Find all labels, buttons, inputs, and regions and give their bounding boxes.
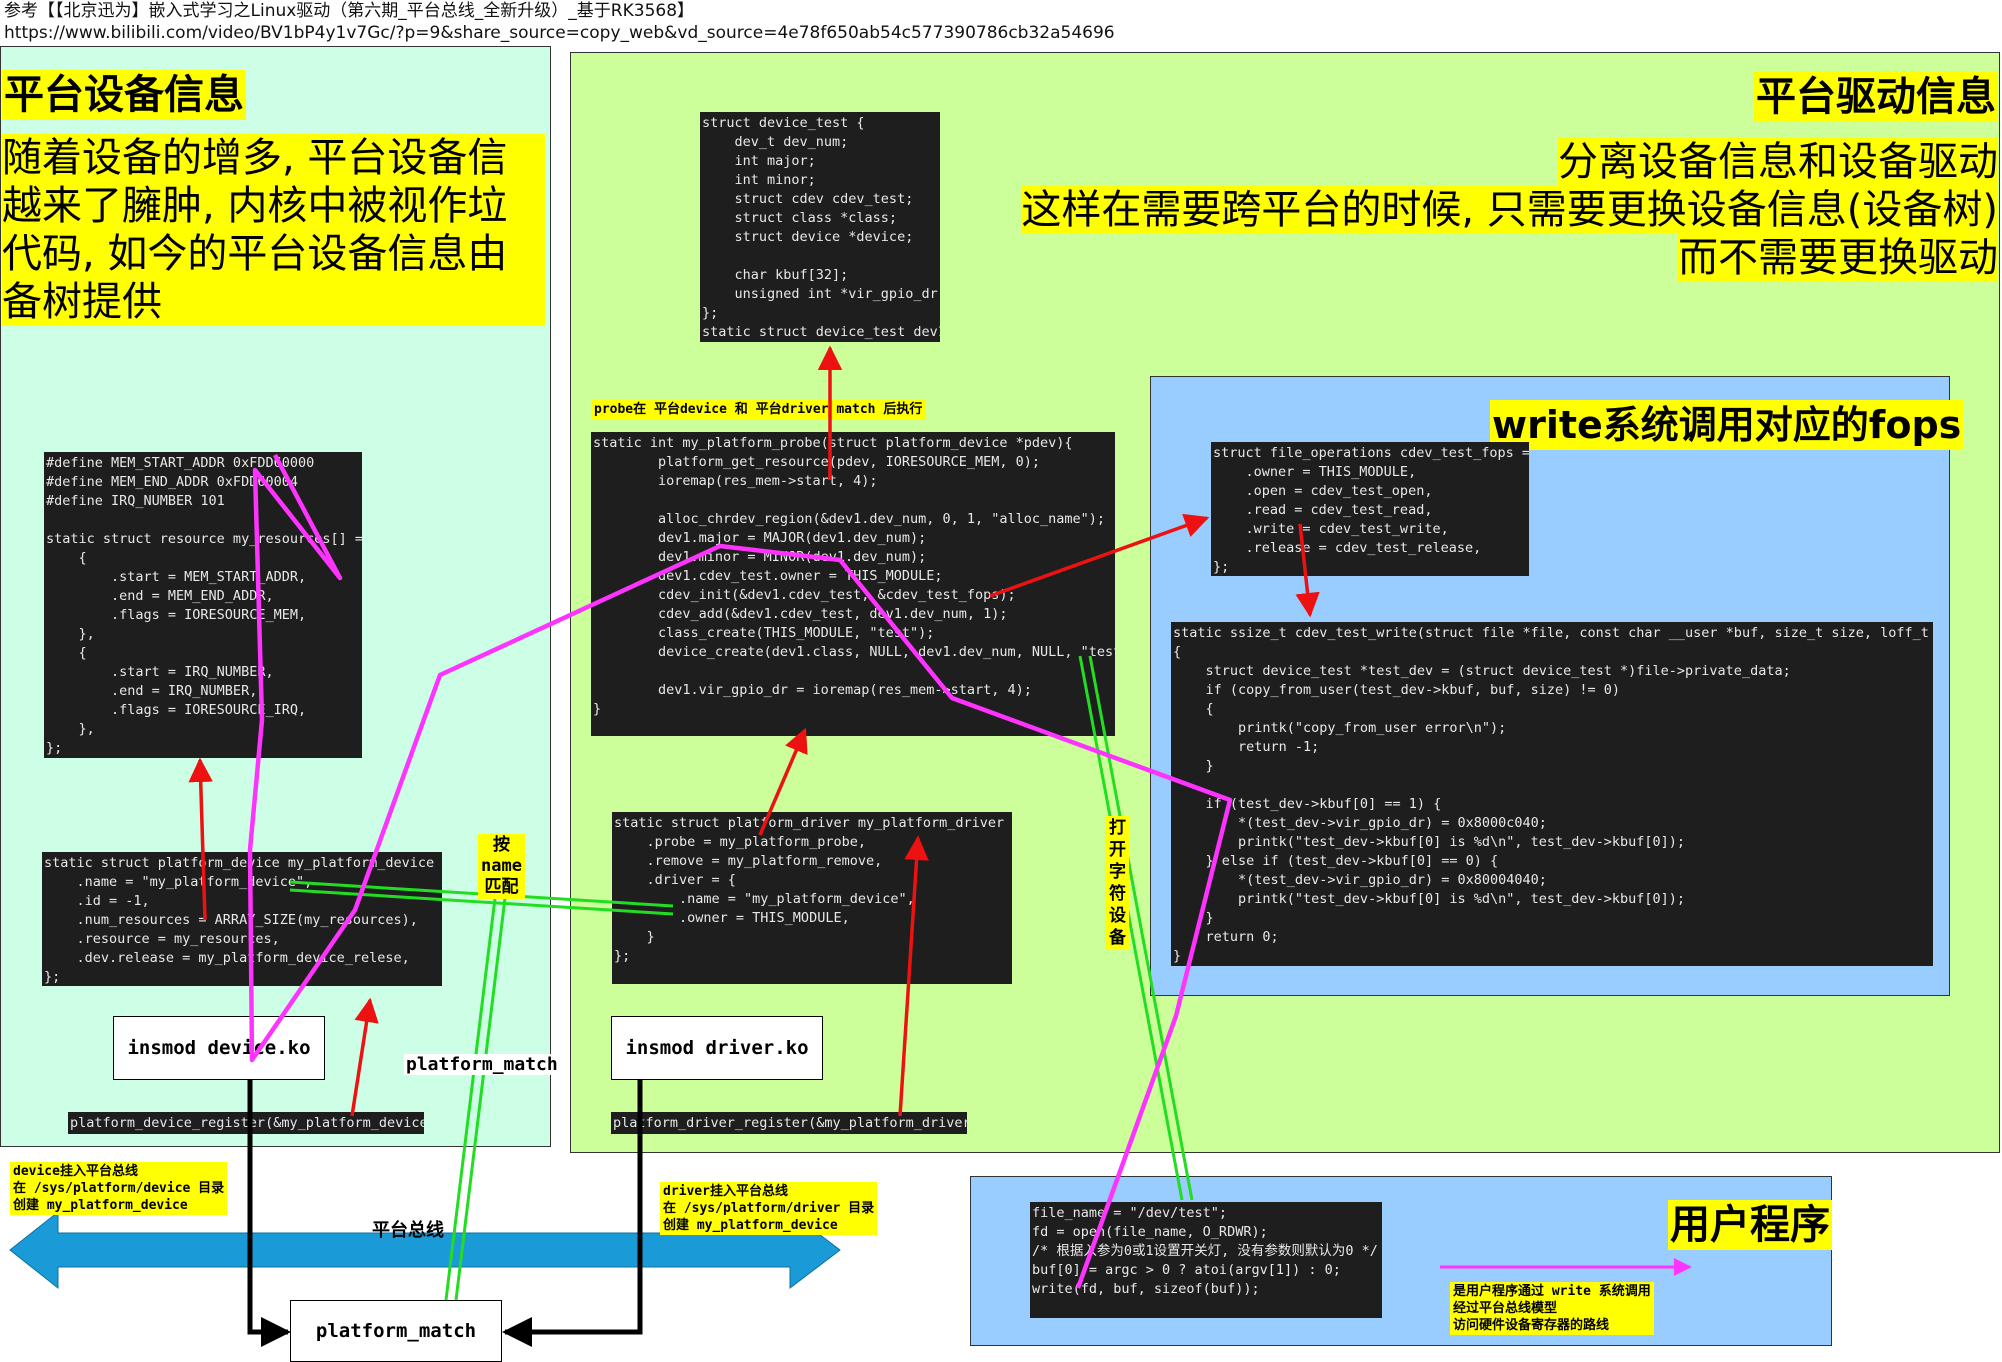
- platform-device-desc-4: 备树提供: [2, 278, 162, 326]
- platform-match-box: platform_match: [290, 1300, 502, 1362]
- name-match-line-3: 匹配: [484, 877, 519, 897]
- platform-bus-label: 平台总线: [372, 1220, 444, 1241]
- probe-note: probe在 平台device 和 平台driver match 后执行: [591, 400, 926, 419]
- driver-note-2: 在 /sys/platform/driver 目录: [663, 1201, 875, 1216]
- route-legend: 是用户程序通过 write 系统调用 经过平台总线模型 访问硬件设备寄存器的路线: [1450, 1282, 1654, 1335]
- platform-bus-arrow: [9, 1210, 841, 1290]
- platform-driver-desc-2: 这样在需要跨平台的时候, 只需要更换设备信息(设备树): [1021, 186, 1998, 234]
- platform-driver-desc-3: 而不需要更换驱动: [1678, 234, 1998, 282]
- device-bus-note: device挂入平台总线 在 /sys/platform/device 目录 创…: [10, 1162, 228, 1215]
- driver-to-match-connector: [502, 1080, 643, 1347]
- device-note-1: device挂入平台总线: [13, 1164, 138, 1179]
- open-chardev-note: 打 开 字 符 设 备: [1106, 816, 1129, 950]
- driver-note-1: driver挂入平台总线: [663, 1184, 788, 1199]
- name-match-line-2: name: [481, 856, 522, 876]
- open-chardev-2: 开: [1109, 840, 1126, 860]
- platform-driver-title: 平台驱动信息: [1754, 72, 1998, 122]
- platform-match-label: platform_match: [404, 1054, 560, 1075]
- reference-header: 参考【【北京迅为】嵌入式学习之Linux驱动（第六期_平台总线_全新升级）_基于…: [4, 0, 1115, 44]
- register-to-driver-arrow: [898, 835, 929, 1117]
- open-chardev-1: 打: [1109, 818, 1126, 838]
- write-syscall-route: [247, 453, 1233, 1289]
- device-note-2: 在 /sys/platform/device 目录: [13, 1181, 225, 1196]
- probe-to-fops-arrow: [989, 513, 1210, 598]
- code-driver-register: platform_driver_register(&my_platform_dr…: [611, 1112, 967, 1134]
- device-to-resources-arrow: [188, 757, 213, 921]
- legend-2: 经过平台总线模型: [1453, 1301, 1558, 1316]
- code-platform-device: static struct platform_device my_platfor…: [42, 852, 442, 986]
- fops-title: write系统调用对应的fops: [1490, 400, 1964, 450]
- name-match-line-1: 按: [492, 835, 510, 855]
- insmod-driver-box: insmod driver.ko: [611, 1016, 823, 1080]
- driver-note-3: 创建 my_platform_device: [663, 1218, 838, 1233]
- red-arrows: [188, 345, 1320, 1117]
- reference-title: 参考【【北京迅为】嵌入式学习之Linux驱动（第六期_平台总线_全新升级）_基于…: [4, 1, 695, 21]
- open-chardev-4: 符: [1109, 884, 1126, 904]
- driver-bus-note: driver挂入平台总线 在 /sys/platform/driver 目录 创…: [660, 1182, 878, 1235]
- user-program-title: 用户程序: [1668, 1200, 1832, 1250]
- code-fops: struct file_operations cdev_test_fops = …: [1211, 442, 1529, 576]
- code-device-register: platform_device_register(&my_platform_de…: [68, 1112, 424, 1134]
- driver-to-probe-arrow: [758, 727, 808, 836]
- open-chardev-3: 字: [1109, 862, 1126, 882]
- code-write: static ssize_t cdev_test_write(struct fi…: [1171, 622, 1933, 966]
- register-to-device-arrow: [350, 997, 379, 1117]
- legend-3: 访问硬件设备寄存器的路线: [1453, 1318, 1610, 1333]
- code-platform-driver: static struct platform_driver my_platfor…: [612, 812, 1012, 984]
- legend-1: 是用户程序通过 write 系统调用: [1453, 1284, 1651, 1299]
- name-match-note: 按 name 匹配: [478, 834, 525, 899]
- open-chardev-5: 设: [1109, 906, 1126, 926]
- fops-to-write-arrow: [1295, 523, 1320, 618]
- device-to-match-connector: [247, 1080, 291, 1347]
- device-note-3: 创建 my_platform_device: [13, 1198, 188, 1213]
- platform-device-title: 平台设备信息: [2, 70, 246, 120]
- open-chardev-6: 备: [1109, 928, 1126, 948]
- reference-url[interactable]: https://www.bilibili.com/video/BV1bP4y1v…: [4, 23, 1115, 43]
- code-device-test: struct device_test { dev_t dev_num; int …: [700, 112, 940, 342]
- platform-driver-desc-1: 分离设备信息和设备驱动: [1558, 138, 1998, 186]
